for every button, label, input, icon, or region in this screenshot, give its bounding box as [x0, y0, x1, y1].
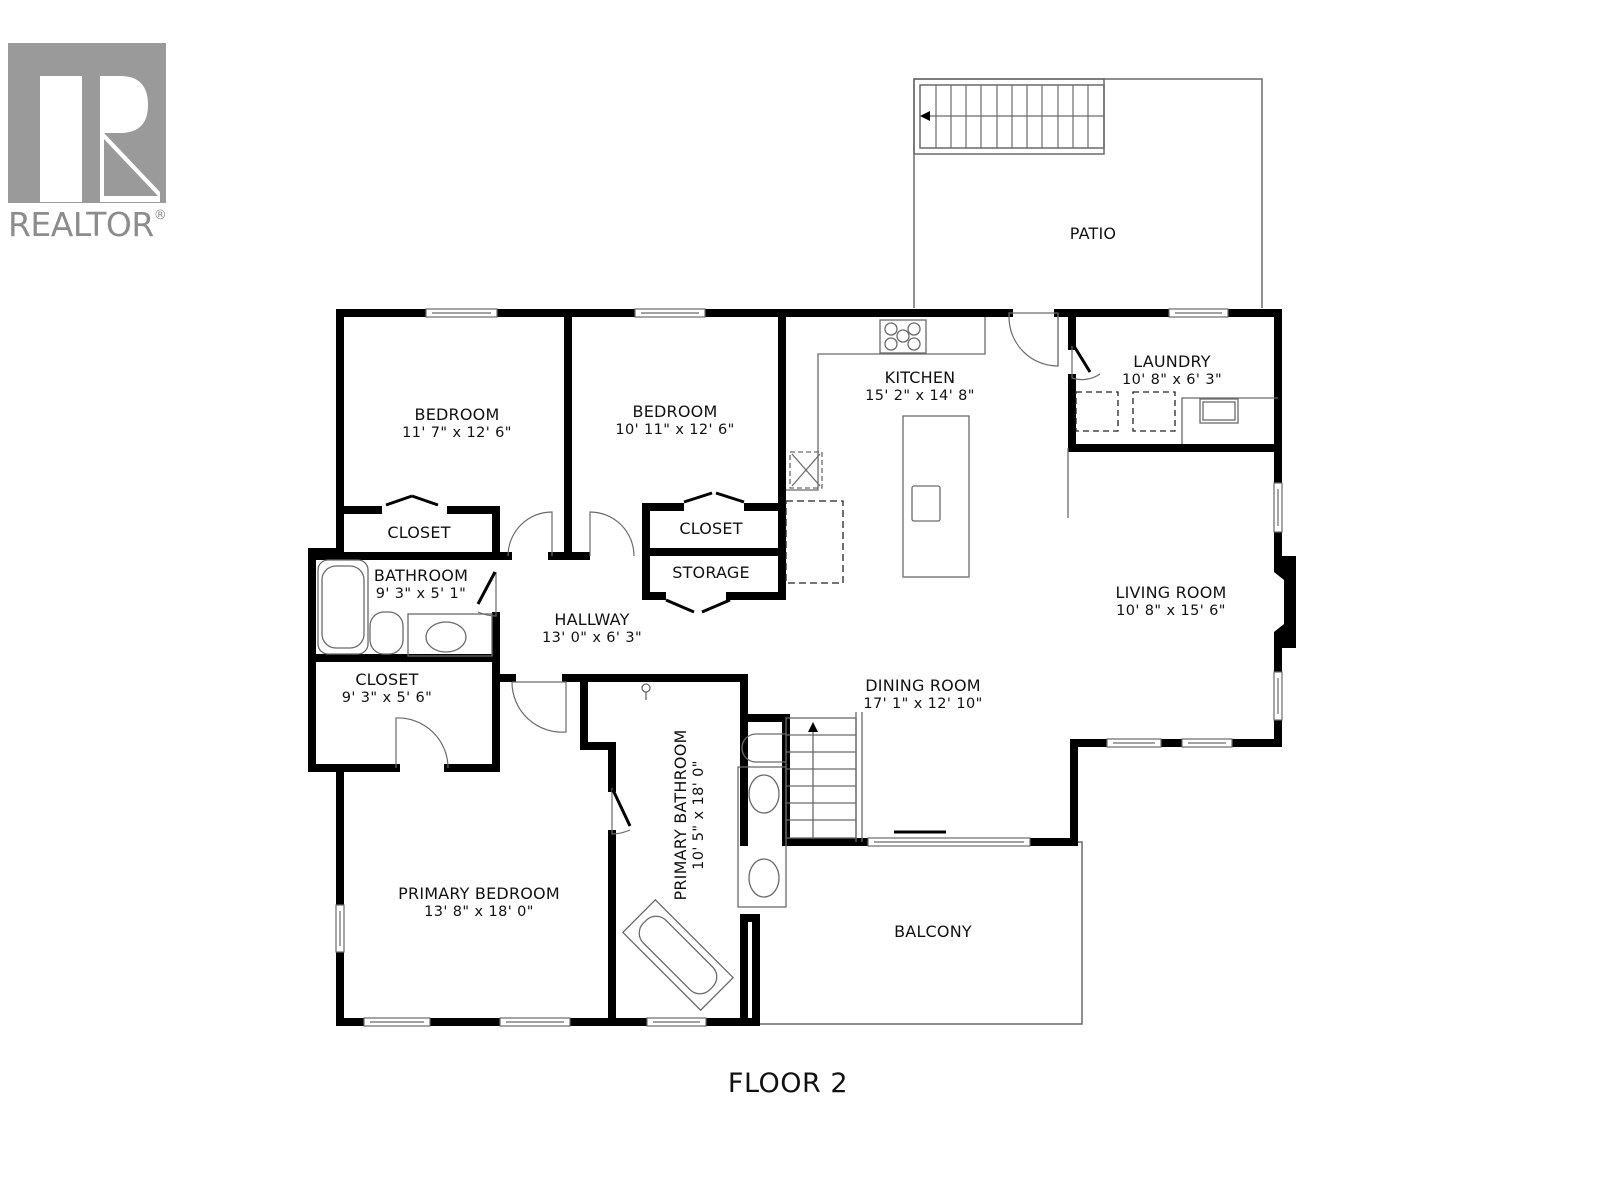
room-name: PRIMARY BATHROOM: [671, 729, 690, 901]
floor-title: FLOOR 2: [727, 1068, 849, 1099]
room-label-patio: PATIO: [1070, 224, 1116, 243]
room-dimensions: 10' 11" x 12' 6": [615, 422, 735, 438]
primary-tub-icon: [621, 898, 735, 1012]
dishwasher-icon: [785, 500, 844, 584]
room-dimensions: 9' 3" x 5' 6": [341, 690, 433, 706]
room-name: DINING ROOM: [865, 676, 981, 695]
room-label-closet-2: CLOSET: [679, 519, 742, 538]
room-name: PATIO: [1069, 224, 1117, 243]
patio-stairs-icon: [928, 85, 1104, 148]
windows: [335, 308, 1283, 1027]
room-name: LIVING ROOM: [1115, 583, 1227, 602]
room-label-primary-bedroom: PRIMARY BEDROOM 13' 8" x 18' 0": [398, 884, 560, 922]
room-dimensions: 17' 1" x 12' 10": [863, 696, 983, 712]
room-dimensions: 9' 3" x 5' 1": [375, 586, 467, 602]
room-name: CLOSET: [679, 519, 743, 538]
room-label-bedroom-1: BEDROOM 11' 7" x 12' 6": [402, 405, 512, 443]
room-name: KITCHEN: [884, 368, 956, 387]
room-dimensions: 10' 8" x 15' 6": [1116, 603, 1226, 619]
room-name: CLOSET: [387, 523, 451, 542]
room-name: LAUNDRY: [1133, 352, 1211, 371]
toilet-icon: [369, 611, 404, 655]
laundry-sink-icon: [1199, 398, 1239, 424]
door-leaves: [385, 345, 1092, 827]
room-label-bathroom: BATHROOM 9' 3" x 5' 1": [374, 566, 468, 604]
room-label-closet-1: CLOSET: [387, 523, 450, 542]
room-name: BALCONY: [894, 922, 972, 941]
room-name: CLOSET: [355, 670, 419, 689]
shower-head-icon: [641, 683, 651, 693]
cooktop-icon: [879, 319, 927, 354]
room-dimensions: 15' 2" x 14' 8": [865, 388, 975, 404]
room-dimensions: 10' 8" x 6' 3": [1121, 372, 1223, 388]
room-label-storage: STORAGE: [672, 563, 750, 582]
fridge-icon: [789, 451, 823, 489]
primary-toilet-icon: [741, 733, 786, 763]
kitchen-island: [902, 415, 970, 578]
room-label-bedroom-2: BEDROOM 10' 11" x 12' 6": [615, 402, 734, 440]
room-label-living-room: LIVING ROOM 10' 8" x 15' 6": [1115, 583, 1226, 621]
room-name: PRIMARY BEDROOM: [398, 884, 560, 903]
bathtub-icon: [317, 559, 369, 655]
washer-icon: [1075, 391, 1119, 432]
room-name: BEDROOM: [632, 402, 718, 421]
room-dimensions: 13' 8" x 18' 0": [424, 904, 534, 920]
sink-icon: [911, 485, 941, 522]
room-label-dining-room: DINING ROOM 17' 1" x 12' 10": [863, 676, 982, 714]
room-label-hallway: HALLWAY 13' 0" x 6' 3": [542, 610, 642, 648]
realtor-r-icon: [8, 43, 166, 203]
vanity-sink-2-icon: [748, 858, 780, 898]
room-name: HALLWAY: [554, 610, 630, 629]
kitchen-fixtures: [317, 317, 1278, 1012]
room-dimensions: 10' 5" x 18' 0": [691, 760, 707, 870]
room-name: BATHROOM: [373, 566, 469, 585]
vanity-sink-1-icon: [748, 774, 780, 814]
room-dimensions: 11' 7" x 12' 6": [402, 425, 512, 441]
room-name: STORAGE: [672, 563, 750, 582]
realtor-wordmark: REALTOR®: [8, 205, 167, 244]
room-label-closet-3: CLOSET 9' 3" x 5' 6": [342, 670, 432, 708]
room-name: BEDROOM: [414, 405, 500, 424]
room-label-primary-bathroom: PRIMARY BATHROOM 10' 5" x 18' 0": [671, 730, 709, 901]
room-label-laundry: LAUNDRY 10' 8" x 6' 3": [1122, 352, 1222, 390]
room-dimensions: 13' 0" x 6' 3": [541, 630, 643, 646]
bath-sink-icon: [425, 621, 467, 653]
realtor-logo: REALTOR®: [8, 43, 178, 244]
doors: [395, 312, 1101, 835]
stairs-arrow-icon: [920, 111, 930, 121]
room-label-balcony: BALCONY: [894, 922, 972, 941]
room-label-kitchen: KITCHEN 15' 2" x 14' 8": [865, 368, 975, 406]
dryer-icon: [1132, 391, 1176, 432]
